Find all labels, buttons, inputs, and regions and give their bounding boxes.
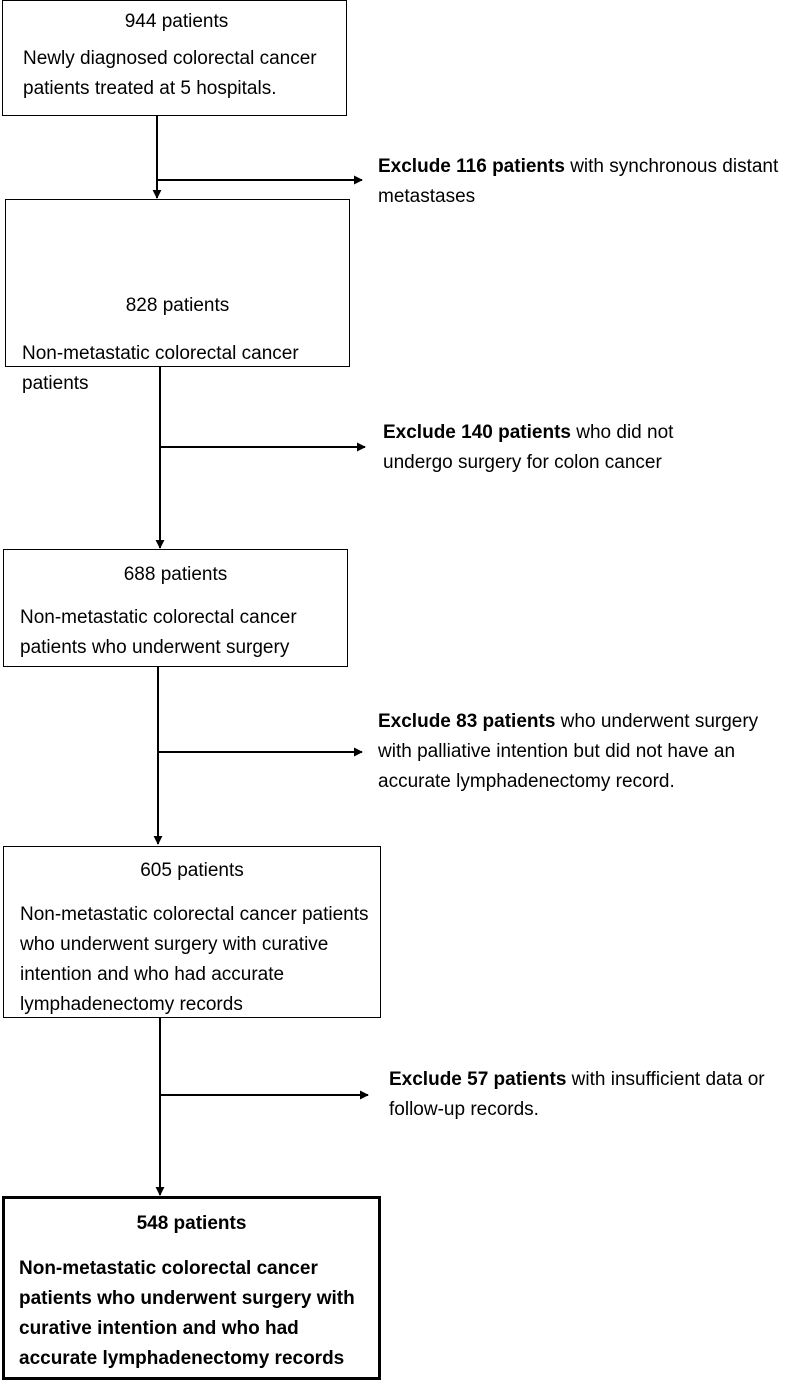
exclusion-reason: with synchronous distant metastases [378, 156, 779, 207]
exclusion-140-patients: Exclude 140 patients who did not undergo… [383, 418, 748, 478]
exclusion-reason: who did not undergo surgery for colon ca… [383, 422, 674, 473]
box-count: 944 patients [124, 11, 229, 32]
box-count: 605 patients [140, 860, 244, 881]
box-548-patients-final: 548 patients Non-metastatic colorectal c… [2, 1196, 381, 1380]
box-688-patients: 688 patients Non-metastatic colorectal c… [3, 549, 348, 667]
exclusion-reason: with insufficient data or follow-up reco… [389, 1069, 765, 1120]
box-description: Non-metastatic colorectal cancer patient… [20, 904, 369, 1015]
exclusion-reason: who underwent surgery with palliative in… [378, 711, 759, 792]
box-description: Non-metastatic colorectal cancer patient… [20, 607, 297, 658]
box-description: Non-metastatic colorectal cancer patient… [19, 1258, 355, 1369]
exclusion-57-patients: Exclude 57 patients with insufficient da… [389, 1065, 785, 1125]
box-828-patients: 828 patients Non-metastatic colorectal c… [5, 199, 350, 394]
box-description: Newly diagnosed colorectal cancer patien… [23, 48, 317, 99]
exclusion-count: Exclude 57 patients [389, 1069, 567, 1090]
exclusion-count: Exclude 83 patients [378, 711, 556, 732]
exclusion-83-patients: Exclude 83 patients who underwent surger… [378, 707, 784, 797]
box-944-patients: 944 patients Newly diagnosed colorectal … [2, 0, 347, 116]
box-count: 688 patients [123, 564, 228, 585]
exclusion-116-patients: Exclude 116 patients with synchronous di… [378, 152, 788, 212]
box-count: 548 patients [136, 1213, 247, 1234]
box-description: Non-metastatic colorectal cancer patient… [22, 343, 299, 394]
exclusion-count: Exclude 116 patients [378, 156, 565, 177]
box-count: 828 patients [125, 295, 230, 316]
exclusion-count: Exclude 140 patients [383, 422, 571, 443]
box-605-patients: 605 patients Non-metastatic colorectal c… [3, 846, 381, 1018]
